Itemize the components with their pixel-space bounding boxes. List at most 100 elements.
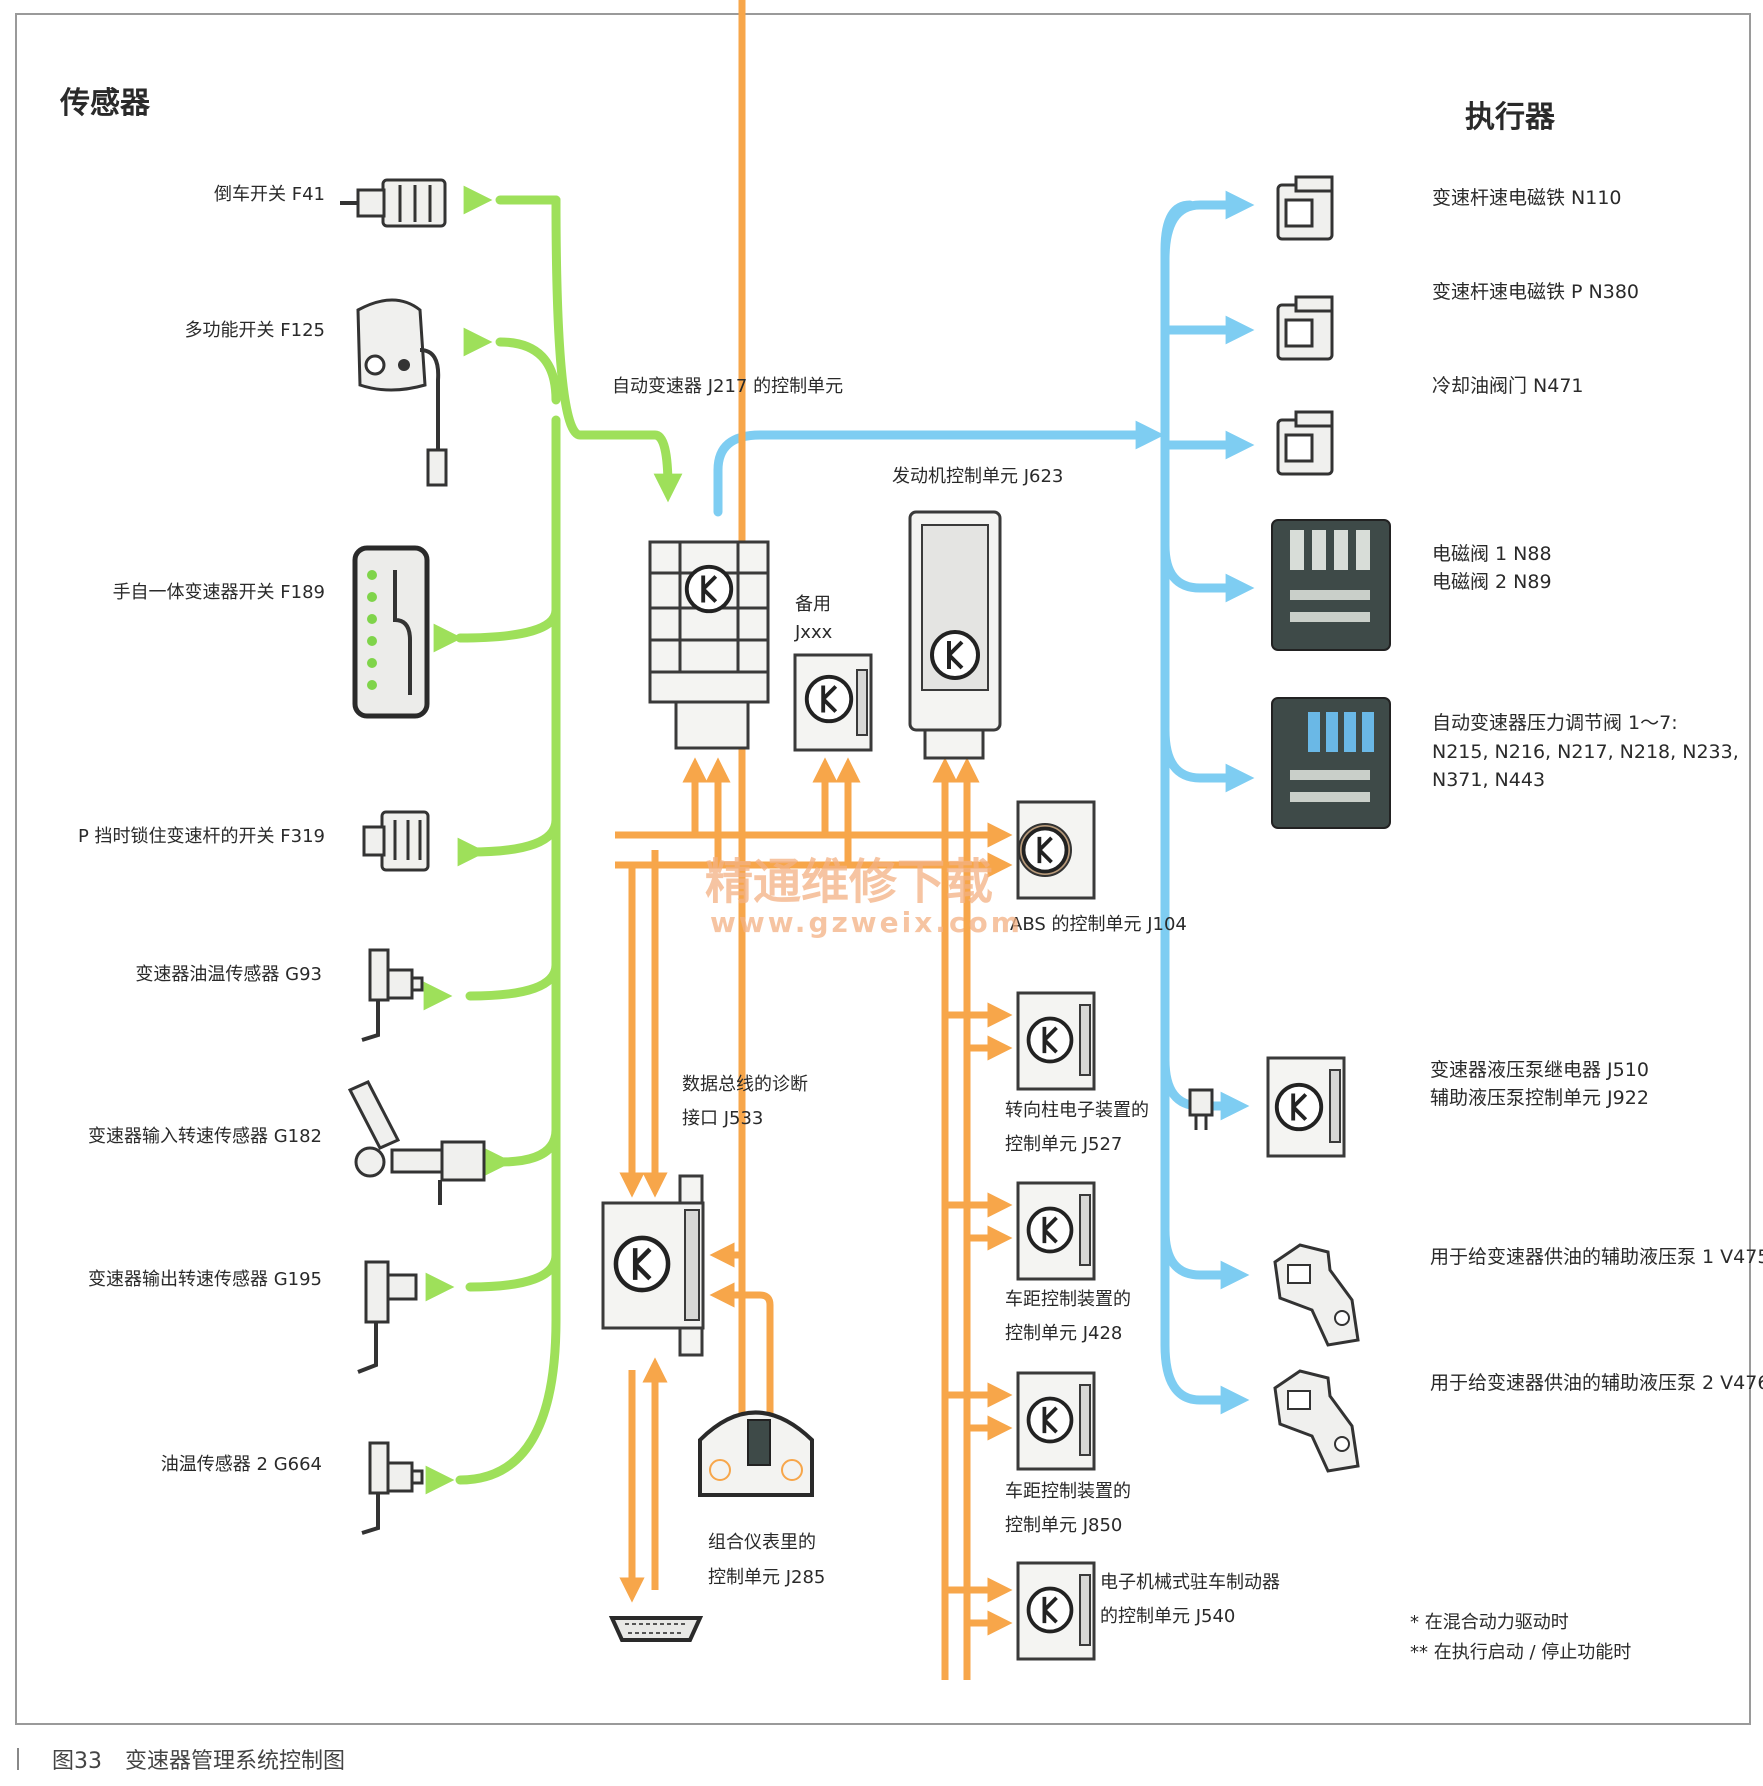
solenoid-icon <box>1276 410 1334 476</box>
gateway-label-1: 数据总线的诊断 <box>682 1074 808 1095</box>
watermark-url: www.gzweix.com <box>710 906 1023 939</box>
temperature-sensor-icon <box>361 1441 424 1535</box>
bus-unit-label: 车距控制装置的 <box>1005 1481 1131 1502</box>
actuator-label: 电磁阀 1 N88 <box>1432 543 1552 565</box>
bus-unit-label: ABS 的控制单元 J104 <box>1010 914 1187 935</box>
sensor-multifunction-switch: 多功能开关 F125 <box>185 298 448 487</box>
multifunction-switch-icon <box>356 298 448 487</box>
control-unit-icon <box>1266 1056 1346 1158</box>
control-unit-icon <box>1016 991 1096 1091</box>
sensor-oil-temp-g664: 油温传感器 2 G664 <box>161 1441 424 1535</box>
actuator-label: N371, N443 <box>1432 769 1545 791</box>
reverse-switch-icon <box>340 178 447 228</box>
instrument-cluster-icon <box>698 1410 814 1497</box>
temperature-sensor-icon <box>361 948 424 1042</box>
control-unit-icon <box>1016 1561 1096 1661</box>
sensor-label: 变速器油温传感器 G93 <box>135 964 322 985</box>
control-unit-icon <box>1016 1371 1096 1471</box>
spare-unit-jxxx: 备用 Jxxx <box>793 594 873 752</box>
tiptronic-switch-icon <box>352 545 430 719</box>
spare-code: Jxxx <box>794 622 833 643</box>
watermark: 精通维修下载 www.gzweix.com <box>705 854 1023 939</box>
footnote: ** 在执行启动 / 停止功能时 <box>1410 1642 1631 1663</box>
sensor-input-speed-g182: 变速器输入转速传感器 G182 <box>88 1080 486 1205</box>
actuator-n471: 冷却油阀门 N471 <box>1276 375 1584 476</box>
sensor-label: P 挡时锁住变速杆的开关 F319 <box>78 826 325 847</box>
tcu-label: 自动变速器 J217 的控制单元 <box>612 376 843 397</box>
control-unit-icon <box>601 1174 705 1357</box>
sensor-p-lock-switch: P 挡时锁住变速杆的开关 F319 <box>78 810 430 872</box>
actuator-n88-n89: 电磁阀 1 N88 电磁阀 2 N89 <box>1271 519 1552 651</box>
valve-body-icon <box>1271 697 1391 829</box>
control-unit-icon <box>793 653 873 752</box>
footnotes: * 在混合动力驱动时 ** 在执行启动 / 停止功能时 <box>1410 1612 1631 1663</box>
instrument-label-1: 组合仪表里的 <box>708 1532 816 1553</box>
sensors-header: 传感器 <box>59 86 151 121</box>
solenoid-icon <box>1276 295 1334 361</box>
sensor-label: 油温传感器 2 G664 <box>161 1454 322 1475</box>
actuators-header: 执行器 <box>1465 100 1556 135</box>
footnote: * 在混合动力驱动时 <box>1410 1612 1569 1633</box>
sensor-output-speed-g195: 变速器输出转速传感器 G195 <box>88 1260 418 1374</box>
sensor-signal-lines <box>423 185 683 1495</box>
actuator-label: 电磁阀 2 N89 <box>1432 571 1552 593</box>
sensor-label: 变速器输入转速传感器 G182 <box>88 1126 322 1147</box>
hydraulic-pump-icon <box>1273 1369 1360 1473</box>
sensor-label: 变速器输出转速传感器 G195 <box>88 1269 322 1290</box>
gateway-j533: 数据总线的诊断 接口 J533 <box>601 1074 808 1357</box>
actuator-v476: 用于给变速器供油的辅助液压泵 2 V476** <box>1273 1369 1763 1473</box>
actuator-label: 用于给变速器供油的辅助液压泵 2 V476** <box>1430 1372 1763 1394</box>
actuator-label: 自动变速器压力调节阀 1～7: <box>1432 712 1678 734</box>
bus-unit-distance-j850: 车距控制装置的 控制单元 J850 <box>1005 1371 1131 1536</box>
actuator-label: 辅助液压泵控制单元 J922 <box>1430 1087 1649 1109</box>
sensor-label: 多功能开关 F125 <box>185 320 325 341</box>
engine-ecu-label: 发动机控制单元 J623 <box>892 466 1063 487</box>
actuator-label: N215, N216, N217, N218, N233, <box>1432 741 1739 763</box>
figure-title: 变速器管理系统控制图 <box>125 1749 345 1774</box>
spare-label: 备用 <box>795 594 831 615</box>
bus-unit-label: 控制单元 J428 <box>1005 1323 1122 1344</box>
bus-unit-label: 电子机械式驻车制动器 <box>1100 1572 1280 1593</box>
can-bus-lines <box>615 0 1013 1680</box>
actuator-label: 变速杆速电磁铁 N110 <box>1432 187 1622 209</box>
solenoid-icon <box>1276 175 1334 241</box>
bus-unit-label: 控制单元 J850 <box>1005 1515 1122 1536</box>
gateway-label-2: 接口 J533 <box>682 1108 763 1129</box>
sensor-tiptronic-switch: 手自一体变速器开关 F189 <box>113 545 430 719</box>
actuator-label: 变速杆速电磁铁 P N380 <box>1432 281 1639 303</box>
bus-unit-label: 控制单元 J527 <box>1005 1134 1122 1155</box>
actuator-label: 冷却油阀门 N471 <box>1432 375 1584 397</box>
hydraulic-pump-icon <box>1273 1243 1360 1347</box>
sensor-reverse-switch: 倒车开关 F41 <box>214 178 447 228</box>
bus-unit-label: 转向柱电子装置的 <box>1005 1100 1149 1121</box>
diagram-frame <box>15 13 1751 1725</box>
engine-ecu-j623: 发动机控制单元 J623 <box>892 466 1063 760</box>
speed-sensor-icon <box>357 1260 418 1374</box>
control-unit-icon <box>908 510 1002 760</box>
bus-unit-parking-brake-j540: 电子机械式驻车制动器 的控制单元 J540 <box>1016 1561 1280 1661</box>
bus-unit-label: 的控制单元 J540 <box>1100 1606 1235 1627</box>
control-unit-icon <box>1016 800 1096 900</box>
actuator-n110: 变速杆速电磁铁 N110 <box>1276 175 1622 241</box>
actuator-v475: 用于给变速器供油的辅助液压泵 1 V475* <box>1273 1243 1763 1347</box>
control-unit-icon <box>1016 1181 1096 1281</box>
p-lock-switch-icon <box>362 810 430 872</box>
actuator-label: 变速器液压泵继电器 J510 <box>1430 1059 1649 1081</box>
valve-body-icon <box>1271 519 1391 651</box>
sensor-label: 手自一体变速器开关 F189 <box>113 582 325 603</box>
tcu-j217: 自动变速器 J217 的控制单元 <box>612 376 843 750</box>
bus-unit-distance-j428: 车距控制装置的 控制单元 J428 <box>1005 1181 1131 1344</box>
bus-unit-steering-j527: 转向柱电子装置的 控制单元 J527 <box>1005 991 1149 1155</box>
relay-icon <box>1188 1088 1214 1130</box>
bus-unit-label: 车距控制装置的 <box>1005 1289 1131 1310</box>
sensor-oil-temp-g93: 变速器油温传感器 G93 <box>135 948 424 1042</box>
speed-sensor-icon <box>347 1080 486 1205</box>
actuator-j510-j922: 变速器液压泵继电器 J510 辅助液压泵控制单元 J922 <box>1188 1056 1649 1158</box>
obd-connector-icon <box>608 1616 704 1642</box>
figure-caption: 图33 变速器管理系统控制图 <box>17 1748 345 1774</box>
actuator-label: 用于给变速器供油的辅助液压泵 1 V475* <box>1430 1246 1763 1268</box>
control-unit-icon <box>648 540 770 750</box>
instrument-cluster-j285: 组合仪表里的 控制单元 J285 <box>698 1410 825 1588</box>
actuator-pressure-valves: 自动变速器压力调节阀 1～7: N215, N216, N217, N218, … <box>1271 697 1739 829</box>
